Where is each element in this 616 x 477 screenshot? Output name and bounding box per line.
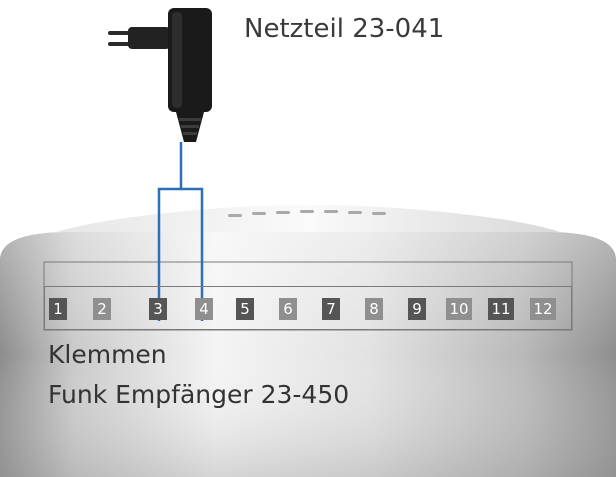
terminal-11: 11 [488, 298, 514, 320]
terminal-12: 12 [530, 298, 556, 320]
terminals-label: Klemmen [48, 340, 167, 369]
terminal-1: 1 [49, 298, 67, 320]
terminal-4: 4 [195, 298, 213, 320]
receiver-housing [0, 205, 616, 477]
power-adapter-icon [108, 8, 212, 142]
wire-3-4 [157, 142, 204, 321]
terminal-10: 10 [446, 298, 472, 320]
terminal-3: 3 [149, 298, 167, 320]
terminal-9: 9 [408, 298, 426, 320]
terminal-5: 5 [236, 298, 254, 320]
terminal-6: 6 [279, 298, 297, 320]
housing-top [56, 205, 560, 232]
terminal-2: 2 [93, 298, 111, 320]
power-supply-label: Netzteil 23-041 [244, 14, 445, 44]
receiver-device-label: Funk Empfänger 23-450 [48, 380, 350, 409]
vent-marks [228, 210, 386, 217]
terminal-8: 8 [365, 298, 383, 320]
terminal-7: 7 [322, 298, 340, 320]
